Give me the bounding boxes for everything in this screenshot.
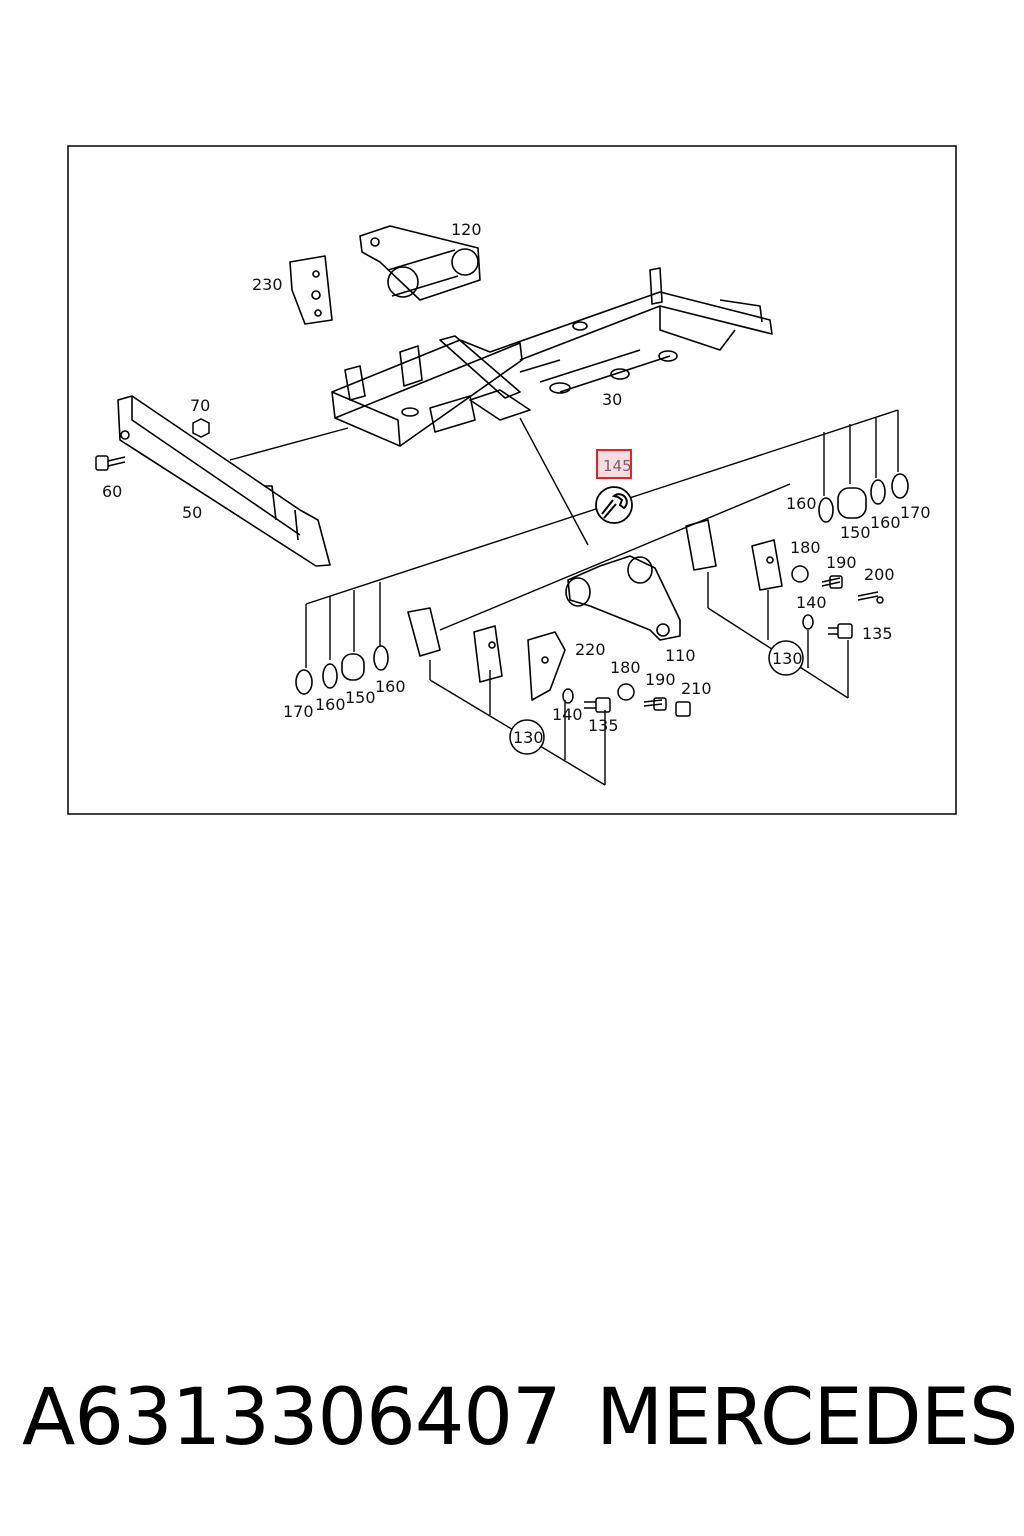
fasteners <box>562 565 884 717</box>
bushings-right <box>818 473 909 523</box>
callout-130-b: 130 <box>513 728 544 747</box>
callout-150-b: 150 <box>345 688 376 707</box>
footer-caption: A6313306407 MERCEDES <box>0 1370 1024 1470</box>
callout-60: 60 <box>102 482 122 501</box>
brand-name: MERCEDES <box>596 1373 1018 1463</box>
ref-circle-130-left <box>509 719 545 755</box>
callout-170-b: 170 <box>283 702 314 721</box>
bolt-60 <box>95 455 126 471</box>
clamp-halves-130 <box>407 519 783 683</box>
callout-160-c: 160 <box>315 695 346 714</box>
callout-140-a: 140 <box>796 593 827 612</box>
nut-70 <box>192 418 210 438</box>
callout-160-d: 160 <box>375 677 406 696</box>
callout-150-a: 150 <box>840 523 871 542</box>
callout-145: 145 <box>603 457 632 475</box>
callout-50: 50 <box>182 503 202 522</box>
callout-180-a: 180 <box>790 538 821 557</box>
highlight-box <box>596 449 632 479</box>
callout-220: 220 <box>575 640 606 659</box>
callout-140-b: 140 <box>552 705 583 724</box>
part-number: A6313306407 <box>22 1373 562 1463</box>
callout-190-b: 190 <box>645 670 676 689</box>
callout-130-a: 130 <box>772 649 803 668</box>
diagram-frame <box>67 145 957 815</box>
ref-circle-130-right <box>768 640 804 676</box>
callout-135-a: 135 <box>862 624 893 643</box>
callout-120: 120 <box>451 220 482 239</box>
callout-190-a: 190 <box>826 553 857 572</box>
callout-160-b: 160 <box>870 513 901 532</box>
plate-230 <box>289 255 333 325</box>
parts-diagram: 120 230 30 70 60 50 145 160 150 160 170 … <box>67 145 957 815</box>
callout-160-a: 160 <box>786 494 817 513</box>
callout-70: 70 <box>190 396 210 415</box>
callout-200: 200 <box>864 565 895 584</box>
callout-210: 210 <box>681 679 712 698</box>
bracket-120 <box>359 225 481 301</box>
callout-labels: 120 230 30 70 60 50 145 160 150 160 170 … <box>102 220 931 747</box>
wrench-symbol-145 <box>595 486 633 524</box>
callout-30: 30 <box>602 390 622 409</box>
callout-230: 230 <box>252 275 283 294</box>
callout-135-b: 135 <box>588 716 619 735</box>
bracket-110 <box>565 555 681 641</box>
plate-220 <box>527 631 566 701</box>
callout-170-a: 170 <box>900 503 931 522</box>
crossmember-50 <box>117 395 331 567</box>
callout-110: 110 <box>665 646 696 665</box>
frame-assembly-30 <box>331 267 773 447</box>
callout-180-b: 180 <box>610 658 641 677</box>
bushings-left <box>295 645 389 695</box>
